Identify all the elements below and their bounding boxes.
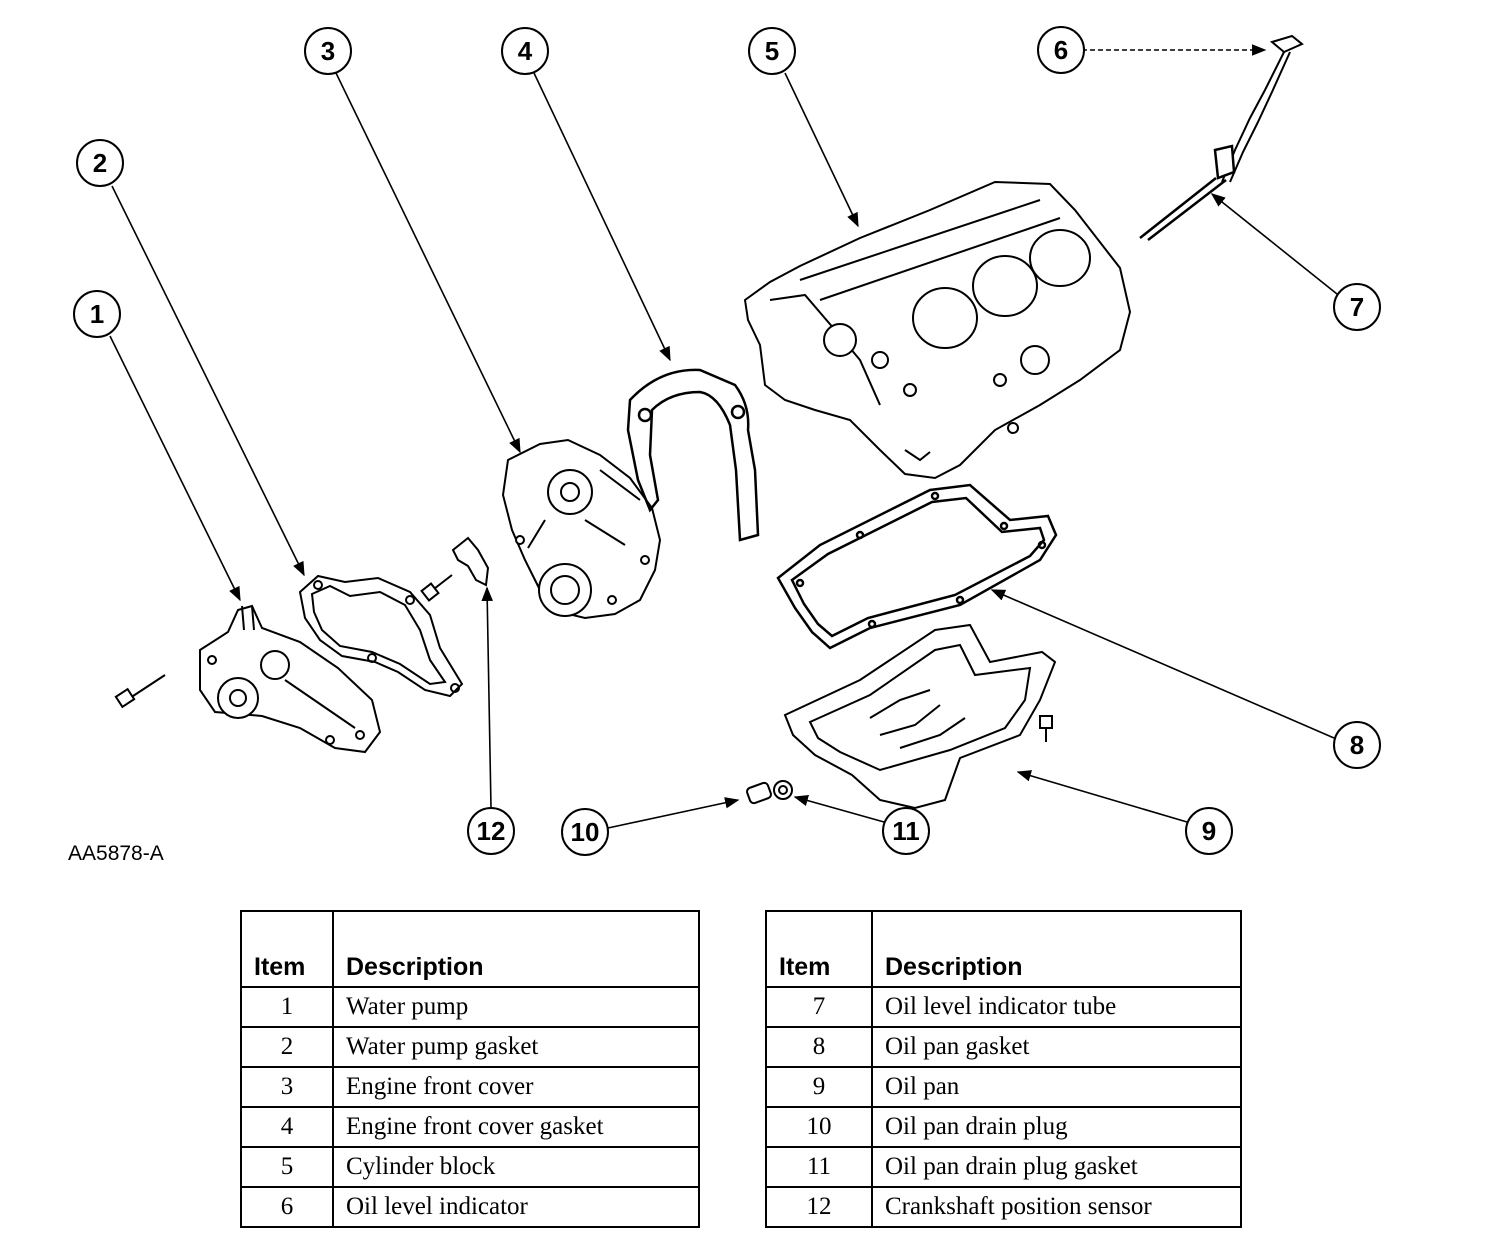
- water-pump-gasket: [298, 574, 464, 698]
- leader-line-7: [1210, 193, 1338, 295]
- cylinder-block: [743, 180, 1132, 480]
- figure-reference-code: AA5878-A: [68, 842, 164, 865]
- svg-text:1: 1: [90, 299, 104, 329]
- item-number: 6: [240, 1186, 334, 1228]
- item-number: 12: [765, 1186, 873, 1228]
- item-header: Item: [240, 910, 334, 988]
- description-header: Description: [871, 910, 1242, 988]
- svg-text:11: 11: [892, 816, 920, 846]
- leader-line-12: [481, 586, 493, 809]
- callout-8: 8: [1333, 721, 1381, 769]
- callout-12: 12: [467, 807, 515, 855]
- block-plug: [1007, 422, 1019, 434]
- crankshaft-position-sensor: [451, 536, 490, 587]
- svg-text:4: 4: [518, 36, 533, 66]
- oil-pan-bolt: [1039, 715, 1053, 742]
- svg-text:6: 6: [1054, 35, 1068, 65]
- item-description: Engine front cover: [332, 1066, 700, 1108]
- oil-pan-drain-plug-parts: [746, 780, 793, 805]
- oil-pan-gasket: [776, 483, 1058, 650]
- item-number: 4: [240, 1106, 334, 1148]
- item-number: 5: [240, 1146, 334, 1188]
- callout-7: 7: [1333, 283, 1381, 331]
- callout-4: 4: [501, 27, 549, 75]
- engine-front-cover-gasket: [626, 368, 760, 542]
- leader-line-10: [607, 797, 740, 829]
- leader-line-5: [784, 72, 859, 228]
- water-pump-bolt: [114, 674, 166, 709]
- svg-text:2: 2: [93, 148, 107, 178]
- callout-3: 3: [304, 27, 352, 75]
- item-number: 10: [765, 1106, 873, 1148]
- item-number: 3: [240, 1066, 334, 1108]
- svg-text:9: 9: [1202, 816, 1216, 846]
- svg-text:8: 8: [1350, 730, 1364, 760]
- svg-text:10: 10: [571, 817, 600, 847]
- callout-1: 1: [73, 290, 121, 338]
- item-description: Oil pan drain plug gasket: [871, 1146, 1242, 1188]
- engine-front-cover: [501, 438, 662, 620]
- callout-6: 6: [1037, 26, 1085, 74]
- item-description: Water pump: [332, 986, 700, 1028]
- callout-5: 5: [748, 27, 796, 75]
- item-number: 1: [240, 986, 334, 1028]
- leader-line-1: [109, 335, 241, 602]
- leader-line-9: [1016, 770, 1188, 823]
- item-description: Water pump gasket: [332, 1026, 700, 1068]
- oil-pan: [783, 623, 1057, 810]
- callout-10: 10: [561, 808, 609, 856]
- description-header: Description: [332, 910, 700, 988]
- water-pump: [199, 604, 382, 754]
- front-cover-bolt: [420, 574, 453, 602]
- item-number: 8: [765, 1026, 873, 1068]
- item-number: 2: [240, 1026, 334, 1068]
- callout-11: 11: [882, 807, 930, 855]
- item-number: 11: [765, 1146, 873, 1188]
- svg-text:12: 12: [477, 816, 506, 846]
- leader-line-3: [335, 72, 521, 454]
- leader-line-2: [111, 185, 305, 577]
- callout-9: 9: [1185, 807, 1233, 855]
- item-description: Oil level indicator tube: [871, 986, 1242, 1028]
- oil-level-indicator-tube: [1139, 144, 1236, 241]
- callout-2: 2: [76, 139, 124, 187]
- item-description: Engine front cover gasket: [332, 1106, 700, 1148]
- item-description: Oil pan: [871, 1066, 1242, 1108]
- item-number: 9: [765, 1066, 873, 1108]
- item-description: Cylinder block: [332, 1146, 700, 1188]
- leader-line-11: [793, 794, 885, 823]
- exploded-engine-diagram: 1 2 3 4 5 6 7 8: [73, 26, 1381, 856]
- leader-line-8: [990, 589, 1335, 739]
- svg-text:3: 3: [321, 36, 335, 66]
- leader-line-4: [533, 72, 671, 362]
- item-number: 7: [765, 986, 873, 1028]
- svg-text:5: 5: [765, 36, 779, 66]
- item-description: Oil level indicator: [332, 1186, 700, 1228]
- item-description: Crankshaft position sensor: [871, 1186, 1242, 1228]
- item-description: Oil pan drain plug: [871, 1106, 1242, 1148]
- item-description: Oil pan gasket: [871, 1026, 1242, 1068]
- item-header: Item: [765, 910, 873, 988]
- svg-text:7: 7: [1350, 292, 1364, 322]
